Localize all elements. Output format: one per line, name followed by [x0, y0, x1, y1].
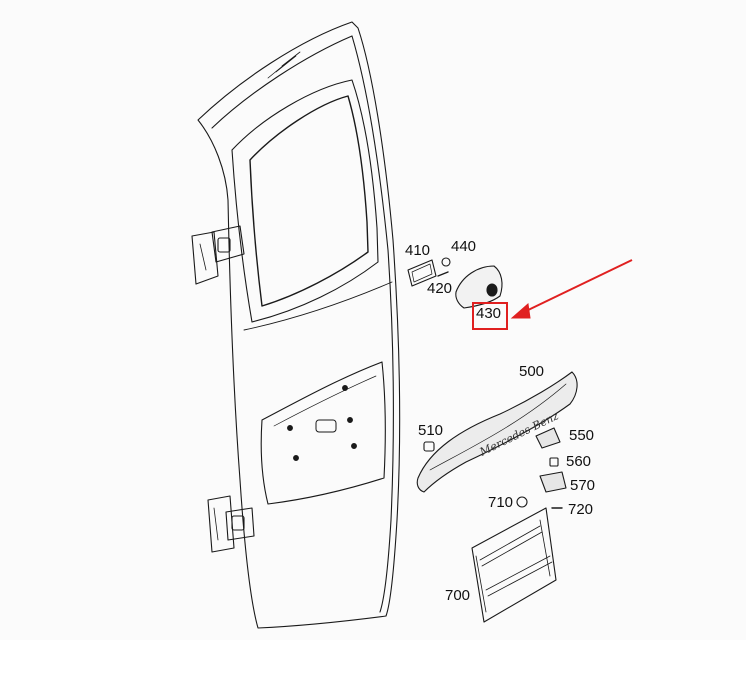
callout-500: 500 [519, 363, 545, 380]
callout-710: 710 [488, 494, 514, 511]
callout-440: 440 [451, 238, 477, 255]
callout-430-highlight-box [472, 302, 508, 330]
callout-420: 420 [427, 280, 453, 297]
lower-door-recess [260, 361, 386, 505]
part-430-handle [455, 265, 503, 309]
parts-diagram: Mercedes-Benz 410 440 420 430 500 510 55… [191, 21, 633, 629]
upper-hinge [191, 225, 245, 285]
part-440-nut [441, 257, 451, 267]
part-500-lamp-bar [416, 371, 578, 493]
highlight-arrow [510, 259, 633, 319]
part-420-screw [437, 271, 449, 277]
callout-700: 700 [445, 587, 471, 604]
window-frame-outer [231, 79, 379, 323]
callout-410: 410 [405, 242, 431, 259]
callout-720: 720 [568, 501, 594, 518]
part-710-grommet [516, 496, 528, 508]
page-footer-space [0, 640, 746, 674]
part-570-lamp [539, 471, 567, 493]
callout-570: 570 [570, 477, 596, 494]
callout-510: 510 [418, 422, 444, 439]
part-510-clip [423, 441, 435, 452]
callout-430[interactable]: 430 [476, 305, 502, 322]
callout-560: 560 [566, 453, 592, 470]
lower-hinge [207, 495, 255, 553]
callout-550: 550 [569, 427, 595, 444]
rear-door-panel [197, 21, 401, 629]
part-550-lamp [535, 427, 561, 449]
window-glass [249, 95, 369, 307]
door-inner-edge [211, 35, 394, 613]
part-700-plate-holder [471, 507, 557, 623]
part-410-seal [407, 259, 437, 287]
diagram-drawing: Mercedes-Benz [191, 21, 633, 629]
part-560-insert [549, 457, 559, 467]
